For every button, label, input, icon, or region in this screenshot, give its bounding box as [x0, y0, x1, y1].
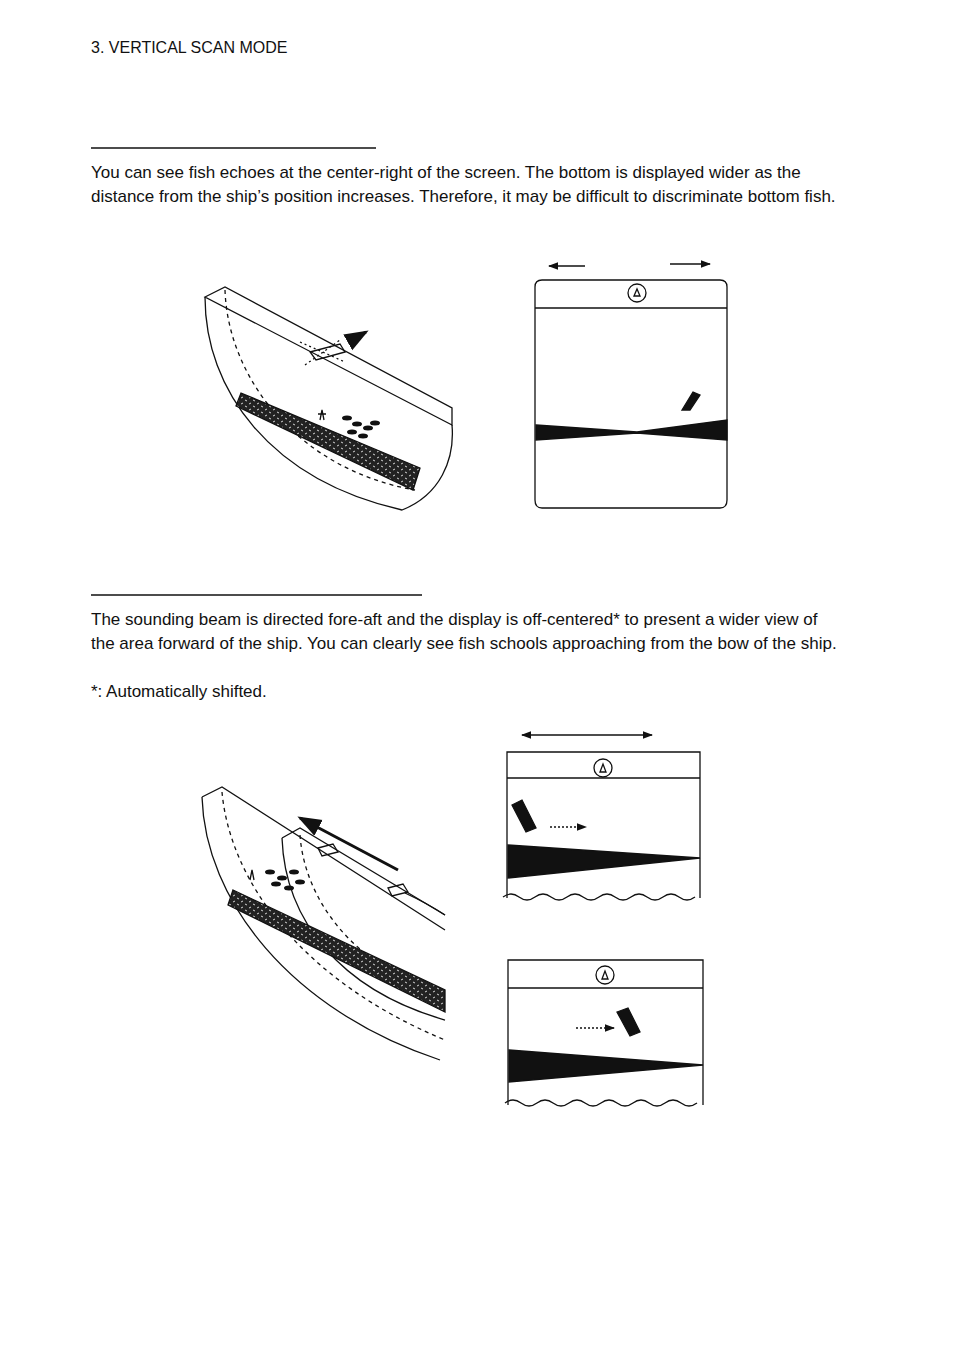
- footnote: *: Automatically shifted.: [91, 680, 267, 704]
- body-paragraph: The sounding beam is directed fore-aft a…: [91, 608, 843, 656]
- page-header: 3. VERTICAL SCAN MODE: [91, 38, 288, 58]
- body-paragraph: You can see fish echoes at the center-ri…: [91, 161, 843, 209]
